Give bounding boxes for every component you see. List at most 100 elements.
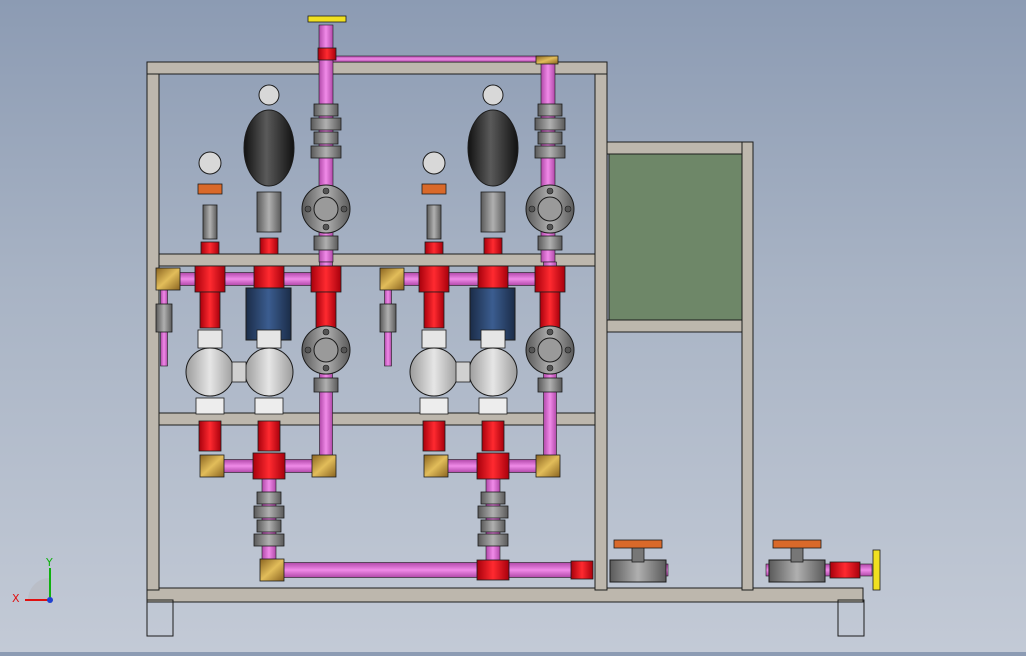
drain-elbow-a xyxy=(155,267,181,291)
gauge-stem-b xyxy=(426,204,442,240)
pump-head-b-1 xyxy=(468,347,518,397)
panel-frame-rail xyxy=(606,319,743,333)
suction-elbow-left-a xyxy=(199,454,225,478)
suction-drop-a-1 xyxy=(257,420,281,452)
check-valve-lower-a-bolt-0 xyxy=(322,328,330,336)
dampener-gauge-a xyxy=(258,84,280,106)
riser-valve-a-ring-1 xyxy=(310,117,342,131)
riser-valve-a-ring-2 xyxy=(313,131,339,145)
top-header-pipe xyxy=(331,55,549,63)
suction-valve-b-ring-2 xyxy=(480,519,506,533)
suction-elbow-left-b xyxy=(423,454,449,478)
check-valve-lower-a-bolt-1 xyxy=(322,364,330,372)
discharge-header-b xyxy=(388,272,555,286)
suction-valve-b-ring-0 xyxy=(480,491,506,505)
base-foot-right xyxy=(837,599,865,637)
pump-outlet-b-1 xyxy=(478,397,508,415)
discharge-header-a xyxy=(164,272,331,286)
panel-frame-top xyxy=(606,141,754,155)
riser-valve-b-ring-3 xyxy=(534,145,566,159)
pump-outlet-b-0 xyxy=(419,397,449,415)
suction-drop-b-1 xyxy=(481,420,505,452)
dampener-tee-b xyxy=(483,237,503,255)
frame-layer xyxy=(146,61,865,637)
drain-valve-a xyxy=(155,303,173,333)
triad-x-label: X xyxy=(12,592,20,605)
suction-valve-a-ring-1 xyxy=(253,505,285,519)
gauge-collar-a xyxy=(197,183,223,195)
base-foot-left xyxy=(146,599,174,637)
triad-y-label: Y xyxy=(45,556,53,569)
dampener-valve-a xyxy=(256,191,282,233)
riser-valve-b-ring-0 xyxy=(537,103,563,117)
pulsation-dampener-a xyxy=(243,109,295,187)
discharge-cross-b-0 xyxy=(418,265,450,293)
riser-valve-b-ring-2 xyxy=(537,131,563,145)
suction-elbow-right-a xyxy=(311,454,337,478)
check-valve-lower-a-hub xyxy=(313,337,339,363)
pump-link-a xyxy=(231,361,247,383)
check-valve-lower-a-bolt-3 xyxy=(340,346,348,354)
check-valve-upper-b-bolt-2 xyxy=(528,205,536,213)
dampener-gauge-b xyxy=(482,84,504,106)
outlet-coupling xyxy=(829,561,861,579)
dampener-valve-b xyxy=(480,191,506,233)
suction-cross-b xyxy=(476,452,510,480)
pump-head-a-1 xyxy=(244,347,294,397)
suction-valve-a-ring-0 xyxy=(256,491,282,505)
ball-valve-a-handle xyxy=(613,539,663,549)
pump-link-b xyxy=(455,361,471,383)
suction-valve-b-ring-3 xyxy=(477,533,509,547)
check-valve-lower-b-bolt-3 xyxy=(564,346,572,354)
pressure-gauge-a xyxy=(198,151,222,175)
triad-z-axis xyxy=(47,597,53,603)
suction-elbow-right-b xyxy=(535,454,561,478)
pump-inlet-a-1 xyxy=(256,329,282,349)
discharge-cross-b-2 xyxy=(534,265,566,293)
check-valve-lower-b-bolt-2 xyxy=(528,346,536,354)
pump-inlet-a-0 xyxy=(197,329,223,349)
suction-valve-a-ring-2 xyxy=(256,519,282,533)
top-header-elbow xyxy=(535,55,559,65)
gauge-stem-a xyxy=(202,204,218,240)
check-valve-lower-b-hub xyxy=(537,337,563,363)
return-union-a xyxy=(313,377,339,393)
main-suction-elbow xyxy=(259,558,285,582)
pulsation-dampener-b xyxy=(467,109,519,187)
check-valve-upper-b-bolt-1 xyxy=(546,223,554,231)
drain-elbow-b xyxy=(379,267,405,291)
suction-cross-a xyxy=(252,452,286,480)
check-valve-upper-b-bolt-0 xyxy=(546,187,554,195)
ball-valve-b-handle xyxy=(772,539,822,549)
drain-valve-b xyxy=(379,303,397,333)
check-valve-upper-a-bolt-2 xyxy=(304,205,312,213)
discharge-drop-a-2 xyxy=(315,291,337,329)
frame-shelf-upper xyxy=(158,253,596,267)
ball-valve-a-stem xyxy=(631,545,645,563)
pressure-gauge-b xyxy=(422,151,446,175)
base-rail xyxy=(146,587,864,603)
check-valve-upper-a-bolt-1 xyxy=(322,223,330,231)
gauge-tee-a xyxy=(200,241,220,255)
pump-outlet-a-1 xyxy=(254,397,284,415)
suction-valve-a-ring-3 xyxy=(253,533,285,547)
riser-union-b xyxy=(537,235,563,251)
ball-valve-a xyxy=(609,559,667,583)
panel-frame-post xyxy=(741,141,754,591)
discharge-cross-a-2 xyxy=(310,265,342,293)
pump-head-b-0 xyxy=(409,347,459,397)
check-valve-upper-a-bolt-0 xyxy=(322,187,330,195)
main-suction-pipe xyxy=(269,562,589,578)
return-union-b xyxy=(537,377,563,393)
dampener-tee-a xyxy=(259,237,279,255)
discharge-drop-b-2 xyxy=(539,291,561,329)
gauge-tee-b xyxy=(424,241,444,255)
riser-valve-a-ring-3 xyxy=(310,145,342,159)
frame-post-right xyxy=(594,61,608,591)
suction-drop-a-0 xyxy=(198,420,222,452)
check-valve-lower-b-bolt-0 xyxy=(546,328,554,336)
frame-shelf-lower xyxy=(158,412,596,426)
check-valve-upper-b-bolt-3 xyxy=(564,205,572,213)
ball-valve-b xyxy=(768,559,826,583)
